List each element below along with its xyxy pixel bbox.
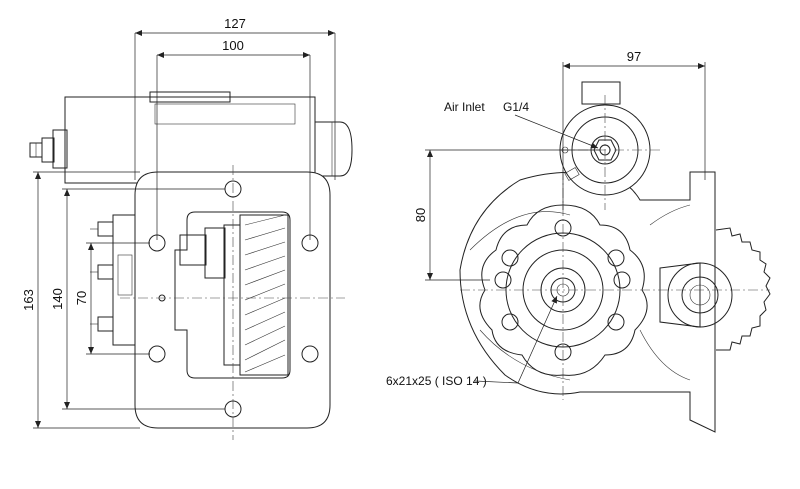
label-spline: 6x21x25 ( ISO 14 ) bbox=[386, 374, 487, 388]
output-gear bbox=[659, 227, 771, 351]
valve-fitting bbox=[52, 129, 68, 169]
label-thread: G1/4 bbox=[503, 100, 529, 114]
housing-body bbox=[64, 96, 316, 184]
dim-80: 80 bbox=[413, 208, 428, 222]
dim-97: 97 bbox=[627, 49, 641, 64]
dim-70: 70 bbox=[74, 291, 89, 305]
housing-top-rib bbox=[149, 91, 231, 103]
left-view: 127 100 163 140 70 bbox=[21, 16, 353, 440]
label-air-inlet: Air Inlet bbox=[444, 100, 485, 114]
mounting-flange bbox=[134, 171, 331, 429]
housing-right-cap bbox=[314, 121, 353, 177]
right-view: 97 80 Air Inlet G1/4 6x21x25 ( ISO 14 ) bbox=[386, 49, 771, 433]
studs bbox=[90, 214, 136, 346]
helical-gear bbox=[179, 214, 289, 376]
dim-100: 100 bbox=[222, 38, 244, 53]
dim-127: 127 bbox=[224, 16, 246, 31]
dim-163: 163 bbox=[21, 289, 36, 311]
dim-140: 140 bbox=[50, 288, 65, 310]
